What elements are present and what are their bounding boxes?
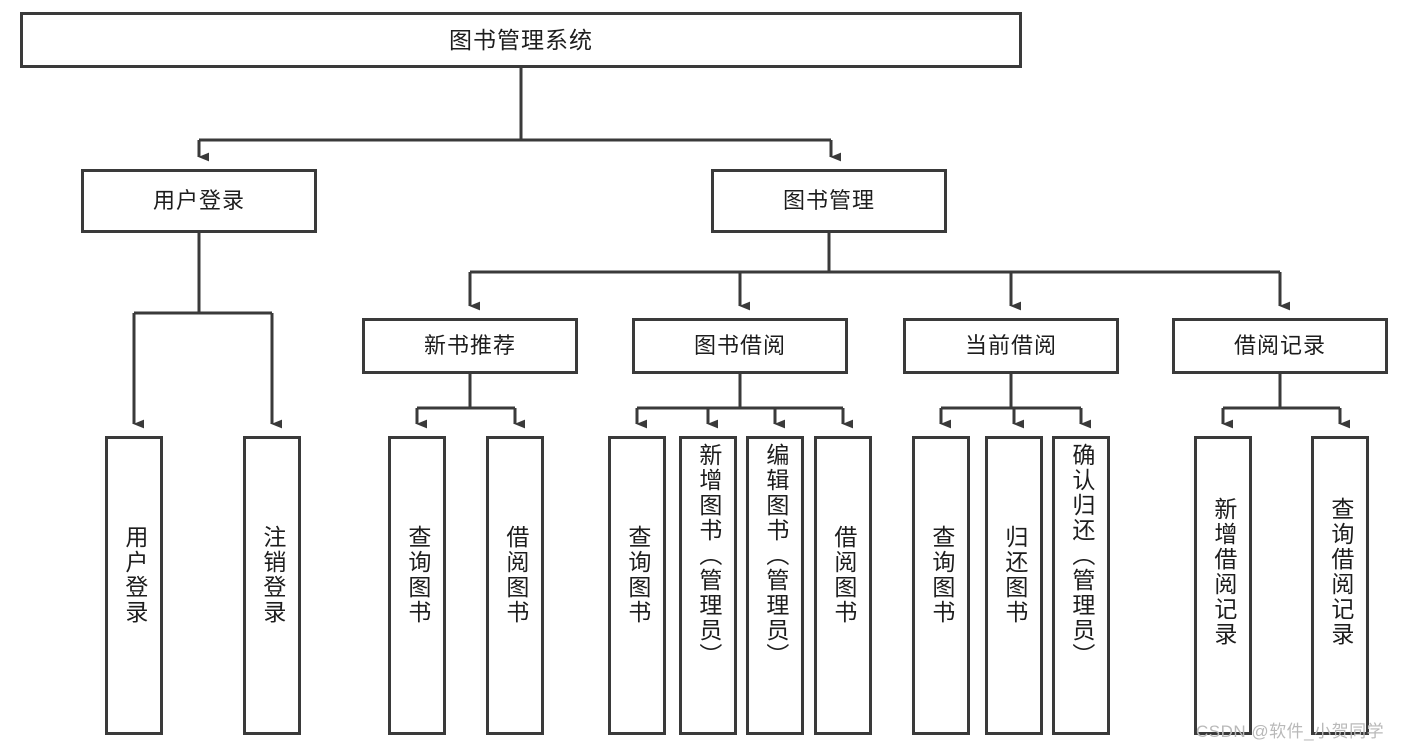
node-current-borrow[interactable]: 当前借阅	[903, 318, 1119, 374]
node-leaf-edit-book-admin-label: 编辑图书（管理员）	[762, 443, 789, 668]
node-leaf-user-login[interactable]: 用户登录	[105, 436, 163, 735]
node-leaf-query-book-3-label: 查询图书	[928, 525, 955, 625]
node-leaf-query-book-1[interactable]: 查询图书	[388, 436, 446, 735]
node-leaf-add-borrow-record-label: 新增借阅记录	[1210, 497, 1237, 647]
node-book-manage-label: 图书管理	[782, 188, 875, 214]
node-borrow-record-label: 借阅记录	[1233, 333, 1326, 359]
node-current-borrow-label: 当前借阅	[964, 333, 1057, 359]
node-leaf-query-borrow-record-label: 查询借阅记录	[1327, 497, 1354, 647]
node-book-manage[interactable]: 图书管理	[711, 169, 947, 233]
node-leaf-user-login-label: 用户登录	[121, 525, 148, 625]
node-leaf-logout-login[interactable]: 注销登录	[243, 436, 301, 735]
node-leaf-edit-book-admin[interactable]: 编辑图书（管理员）	[746, 436, 804, 735]
node-leaf-query-book-2-label: 查询图书	[624, 525, 651, 625]
node-new-book-recommend-label: 新书推荐	[423, 333, 516, 359]
node-user-login[interactable]: 用户登录	[81, 169, 317, 233]
node-leaf-add-book-admin-label: 新增图书（管理员）	[695, 443, 722, 668]
csdn-watermark: CSDN @软件_小贺同学	[1196, 722, 1385, 741]
node-root-label: 图书管理系统	[449, 26, 593, 53]
node-user-login-label: 用户登录	[152, 188, 245, 214]
node-leaf-borrow-book-1-label: 借阅图书	[502, 525, 529, 625]
node-leaf-add-book-admin[interactable]: 新增图书（管理员）	[679, 436, 737, 735]
node-leaf-borrow-book-2-label: 借阅图书	[830, 525, 857, 625]
node-book-borrow-label: 图书借阅	[693, 333, 786, 359]
node-leaf-query-book-3[interactable]: 查询图书	[912, 436, 970, 735]
node-leaf-borrow-book-2[interactable]: 借阅图书	[814, 436, 872, 735]
node-borrow-record[interactable]: 借阅记录	[1172, 318, 1388, 374]
node-root[interactable]: 图书管理系统	[20, 12, 1022, 68]
node-leaf-return-book-label: 归还图书	[1001, 525, 1028, 625]
node-leaf-borrow-book-1[interactable]: 借阅图书	[486, 436, 544, 735]
node-leaf-query-book-2[interactable]: 查询图书	[608, 436, 666, 735]
node-leaf-confirm-return-admin-label: 确认归还（管理员）	[1068, 443, 1095, 668]
node-leaf-query-borrow-record[interactable]: 查询借阅记录	[1311, 436, 1369, 735]
node-leaf-logout-login-label: 注销登录	[259, 525, 286, 625]
node-book-borrow[interactable]: 图书借阅	[632, 318, 848, 374]
node-new-book-recommend[interactable]: 新书推荐	[362, 318, 578, 374]
node-leaf-add-borrow-record[interactable]: 新增借阅记录	[1194, 436, 1252, 735]
node-leaf-query-book-1-label: 查询图书	[404, 525, 431, 625]
node-leaf-confirm-return-admin[interactable]: 确认归还（管理员）	[1052, 436, 1110, 735]
node-leaf-return-book[interactable]: 归还图书	[985, 436, 1043, 735]
